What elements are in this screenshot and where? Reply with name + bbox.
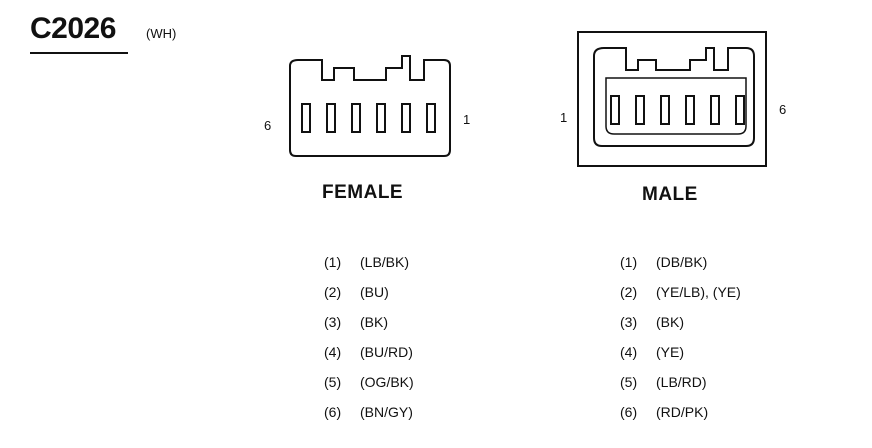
wire-color: (BU/RD) <box>360 344 413 360</box>
pin-number: (6) <box>324 404 342 420</box>
male-connector-body <box>593 47 755 147</box>
pin-number: (2) <box>620 284 638 300</box>
list-item: (4) (YE) <box>620 337 741 367</box>
wire-color: (LB/BK) <box>360 254 410 270</box>
title-underline <box>30 52 128 54</box>
male-pin-list: (1)(DB/BK) (2)(YE/LB), (YE) (3)(BK) (4)(… <box>620 247 741 427</box>
pin-number: (2) <box>324 284 342 300</box>
wire-color: (DB/BK) <box>656 254 708 270</box>
female-pin-slot <box>376 103 386 133</box>
list-item: (5) (LB/RD) <box>620 367 741 397</box>
wire-color: (BK) <box>656 314 684 330</box>
male-connector <box>577 31 767 167</box>
female-pin-slot <box>351 103 361 133</box>
female-pin-slot <box>401 103 411 133</box>
male-connector-frame <box>577 31 767 167</box>
wire-color: (BN/GY) <box>360 404 413 420</box>
wire-color: (YE) <box>656 344 684 360</box>
list-item: (1) (DB/BK) <box>620 247 741 277</box>
pin-number: (3) <box>620 314 638 330</box>
list-item: (3) (BK) <box>324 307 414 337</box>
list-item: (5) (OG/BK) <box>324 367 414 397</box>
male-pin-slot <box>710 95 720 125</box>
female-left-pin-label: 6 <box>264 118 272 133</box>
pin-number: (6) <box>620 404 638 420</box>
male-pin-slot <box>685 95 695 125</box>
pin-number: (1) <box>620 254 638 270</box>
list-item: (6) (RD/PK) <box>620 397 741 427</box>
female-pin-slots <box>301 103 436 133</box>
color-code: (WH) <box>146 26 177 41</box>
male-heading: MALE <box>642 184 698 205</box>
female-pin-slot <box>426 103 436 133</box>
wire-color: (OG/BK) <box>360 374 414 390</box>
female-right-pin-label: 1 <box>463 112 471 127</box>
list-item: (6) (BN/GY) <box>324 397 414 427</box>
female-pin-list: (1) (LB/BK) (2) (BU) (3) (BK) (4) (BU/RD) (5… <box>324 247 414 427</box>
wire-color: (BK) <box>360 314 388 330</box>
pin-number: (4) <box>620 344 638 360</box>
wire-color: (LB/RD) <box>656 374 707 390</box>
male-pin-slot <box>635 95 645 125</box>
male-pin-slot <box>735 95 745 125</box>
pin-number: (4) <box>324 344 342 360</box>
list-item: (2) (BU) <box>324 277 414 307</box>
female-connector-body <box>289 55 451 157</box>
male-left-pin-label: 1 <box>560 110 568 125</box>
pin-number: (5) <box>324 374 342 390</box>
male-pin-slots <box>610 95 745 125</box>
list-item: (4) (BU/RD) <box>324 337 414 367</box>
male-pin-slot <box>660 95 670 125</box>
list-item: (1) (LB/BK) <box>324 247 414 277</box>
female-heading: FEMALE <box>322 182 404 203</box>
wire-color: (YE/LB), (YE) <box>656 284 741 300</box>
female-pin-slot <box>326 103 336 133</box>
list-item: (3) (BK) <box>620 307 741 337</box>
male-pin-slot <box>610 95 620 125</box>
female-pin-slot <box>301 103 311 133</box>
wire-color: (RD/PK) <box>656 404 709 420</box>
pin-number: (1) <box>324 254 342 270</box>
male-connector-inner-wall <box>605 77 747 135</box>
female-connector <box>289 55 451 157</box>
list-item: (2) (YE/LB), (YE) <box>620 277 741 307</box>
pin-number: (3) <box>324 314 342 330</box>
wire-color: (BU) <box>360 284 389 300</box>
male-right-pin-label: 6 <box>779 102 787 117</box>
pin-number: (5) <box>620 374 638 390</box>
connector-title: C2026 <box>30 12 116 45</box>
